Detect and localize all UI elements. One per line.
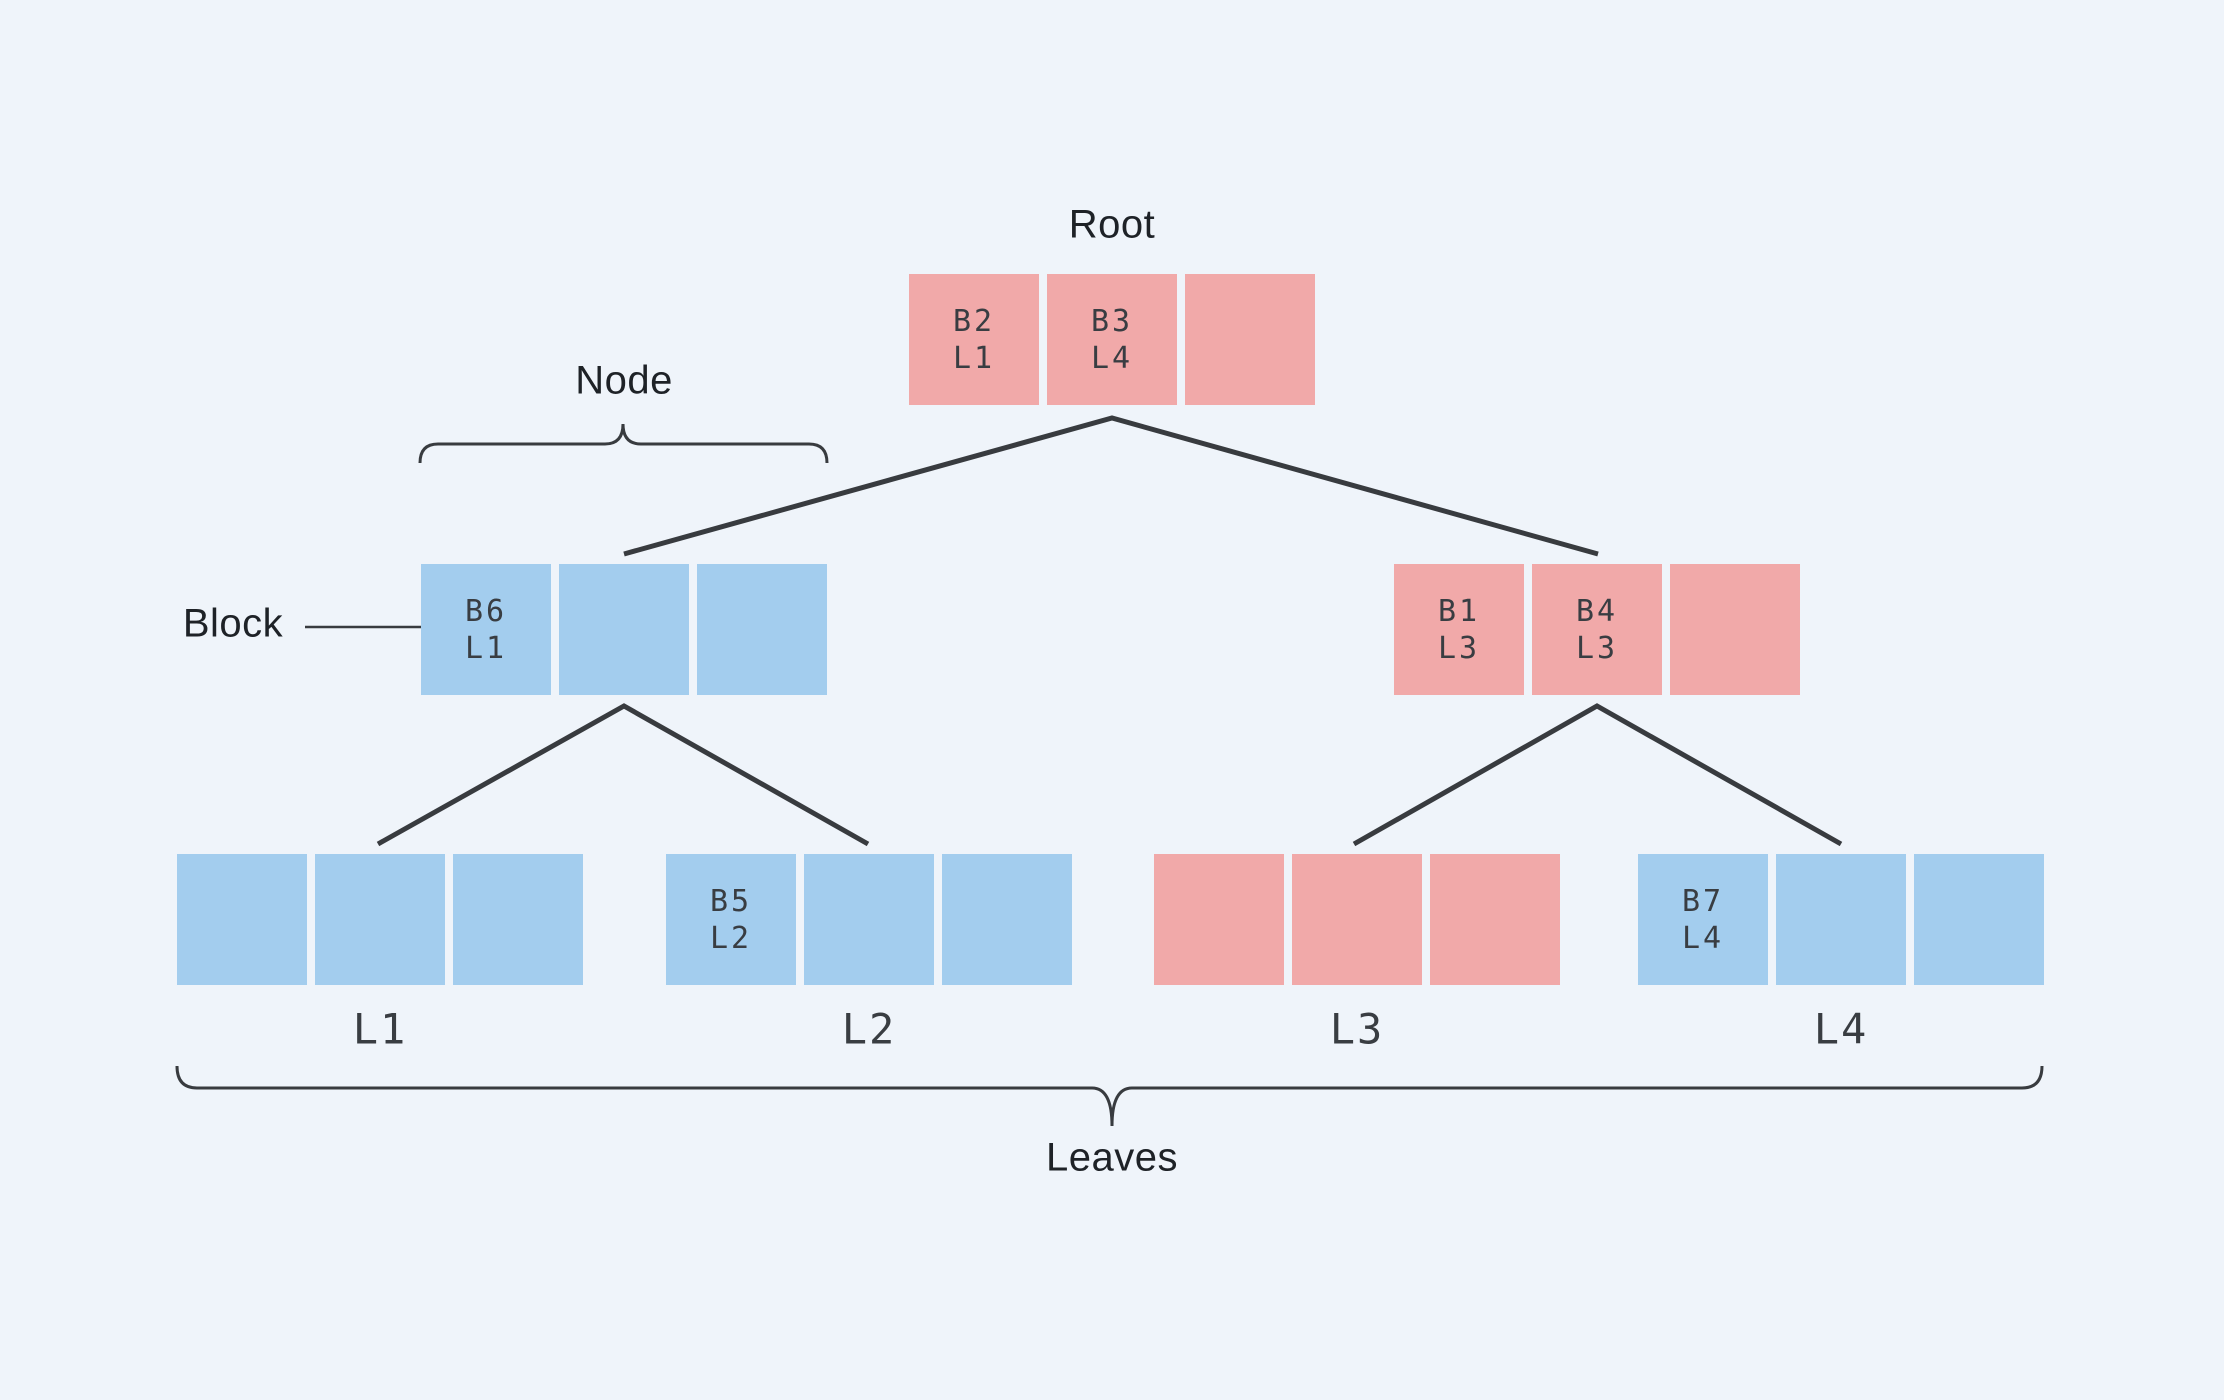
edge-left-node-to-leaves bbox=[376, 703, 870, 847]
block-label: Block bbox=[182, 601, 284, 646]
internal-right-cell-2: B4 L3 bbox=[1532, 564, 1662, 695]
leaf-node-l2: B5 L2 bbox=[666, 854, 1072, 985]
leaf-l2-cell-3 bbox=[942, 854, 1072, 985]
node-label: Node bbox=[575, 358, 673, 403]
root-node: B2 L1 B3 L4 bbox=[909, 274, 1315, 405]
leaf-l4-cell-3 bbox=[1914, 854, 2044, 985]
leaves-label: Leaves bbox=[1046, 1135, 1178, 1180]
leaf-l4-cell-2 bbox=[1776, 854, 1906, 985]
leaf-l2-cell-1: B5 L2 bbox=[666, 854, 796, 985]
root-label: Root bbox=[1068, 202, 1156, 247]
leaf-node-l1 bbox=[177, 854, 583, 985]
leaf-l1-cell-2 bbox=[315, 854, 445, 985]
leaf-label-l4: L4 bbox=[1813, 1004, 1869, 1054]
edge-right-node-to-leaves bbox=[1352, 703, 1843, 847]
internal-left-cell-1: B6 L1 bbox=[421, 564, 551, 695]
leaf-label-l2: L2 bbox=[841, 1004, 897, 1054]
root-cell-2: B3 L4 bbox=[1047, 274, 1177, 405]
root-cell-3 bbox=[1185, 274, 1315, 405]
leaf-node-l3 bbox=[1154, 854, 1560, 985]
internal-node-left: B6 L1 bbox=[421, 564, 827, 695]
leaf-l1-cell-1 bbox=[177, 854, 307, 985]
internal-right-cell-3 bbox=[1670, 564, 1800, 695]
edge-root-to-children bbox=[623, 415, 1599, 557]
leaf-label-l1: L1 bbox=[352, 1004, 408, 1054]
leaf-l1-cell-3 bbox=[453, 854, 583, 985]
internal-node-right: B1 L3 B4 L3 bbox=[1394, 564, 1800, 695]
leaf-l3-cell-2 bbox=[1292, 854, 1422, 985]
internal-left-cell-2 bbox=[559, 564, 689, 695]
leaf-l3-cell-1 bbox=[1154, 854, 1284, 985]
node-brace bbox=[418, 423, 829, 464]
leaf-l4-cell-1: B7 L4 bbox=[1638, 854, 1768, 985]
root-cell-1: B2 L1 bbox=[909, 274, 1039, 405]
leaf-l2-cell-2 bbox=[804, 854, 934, 985]
internal-right-cell-1: B1 L3 bbox=[1394, 564, 1524, 695]
leaf-l3-cell-3 bbox=[1430, 854, 1560, 985]
leaves-brace bbox=[175, 1065, 2044, 1127]
leaf-label-l3: L3 bbox=[1329, 1004, 1385, 1054]
internal-left-cell-3 bbox=[697, 564, 827, 695]
leaf-node-l4: B7 L4 bbox=[1638, 854, 2044, 985]
